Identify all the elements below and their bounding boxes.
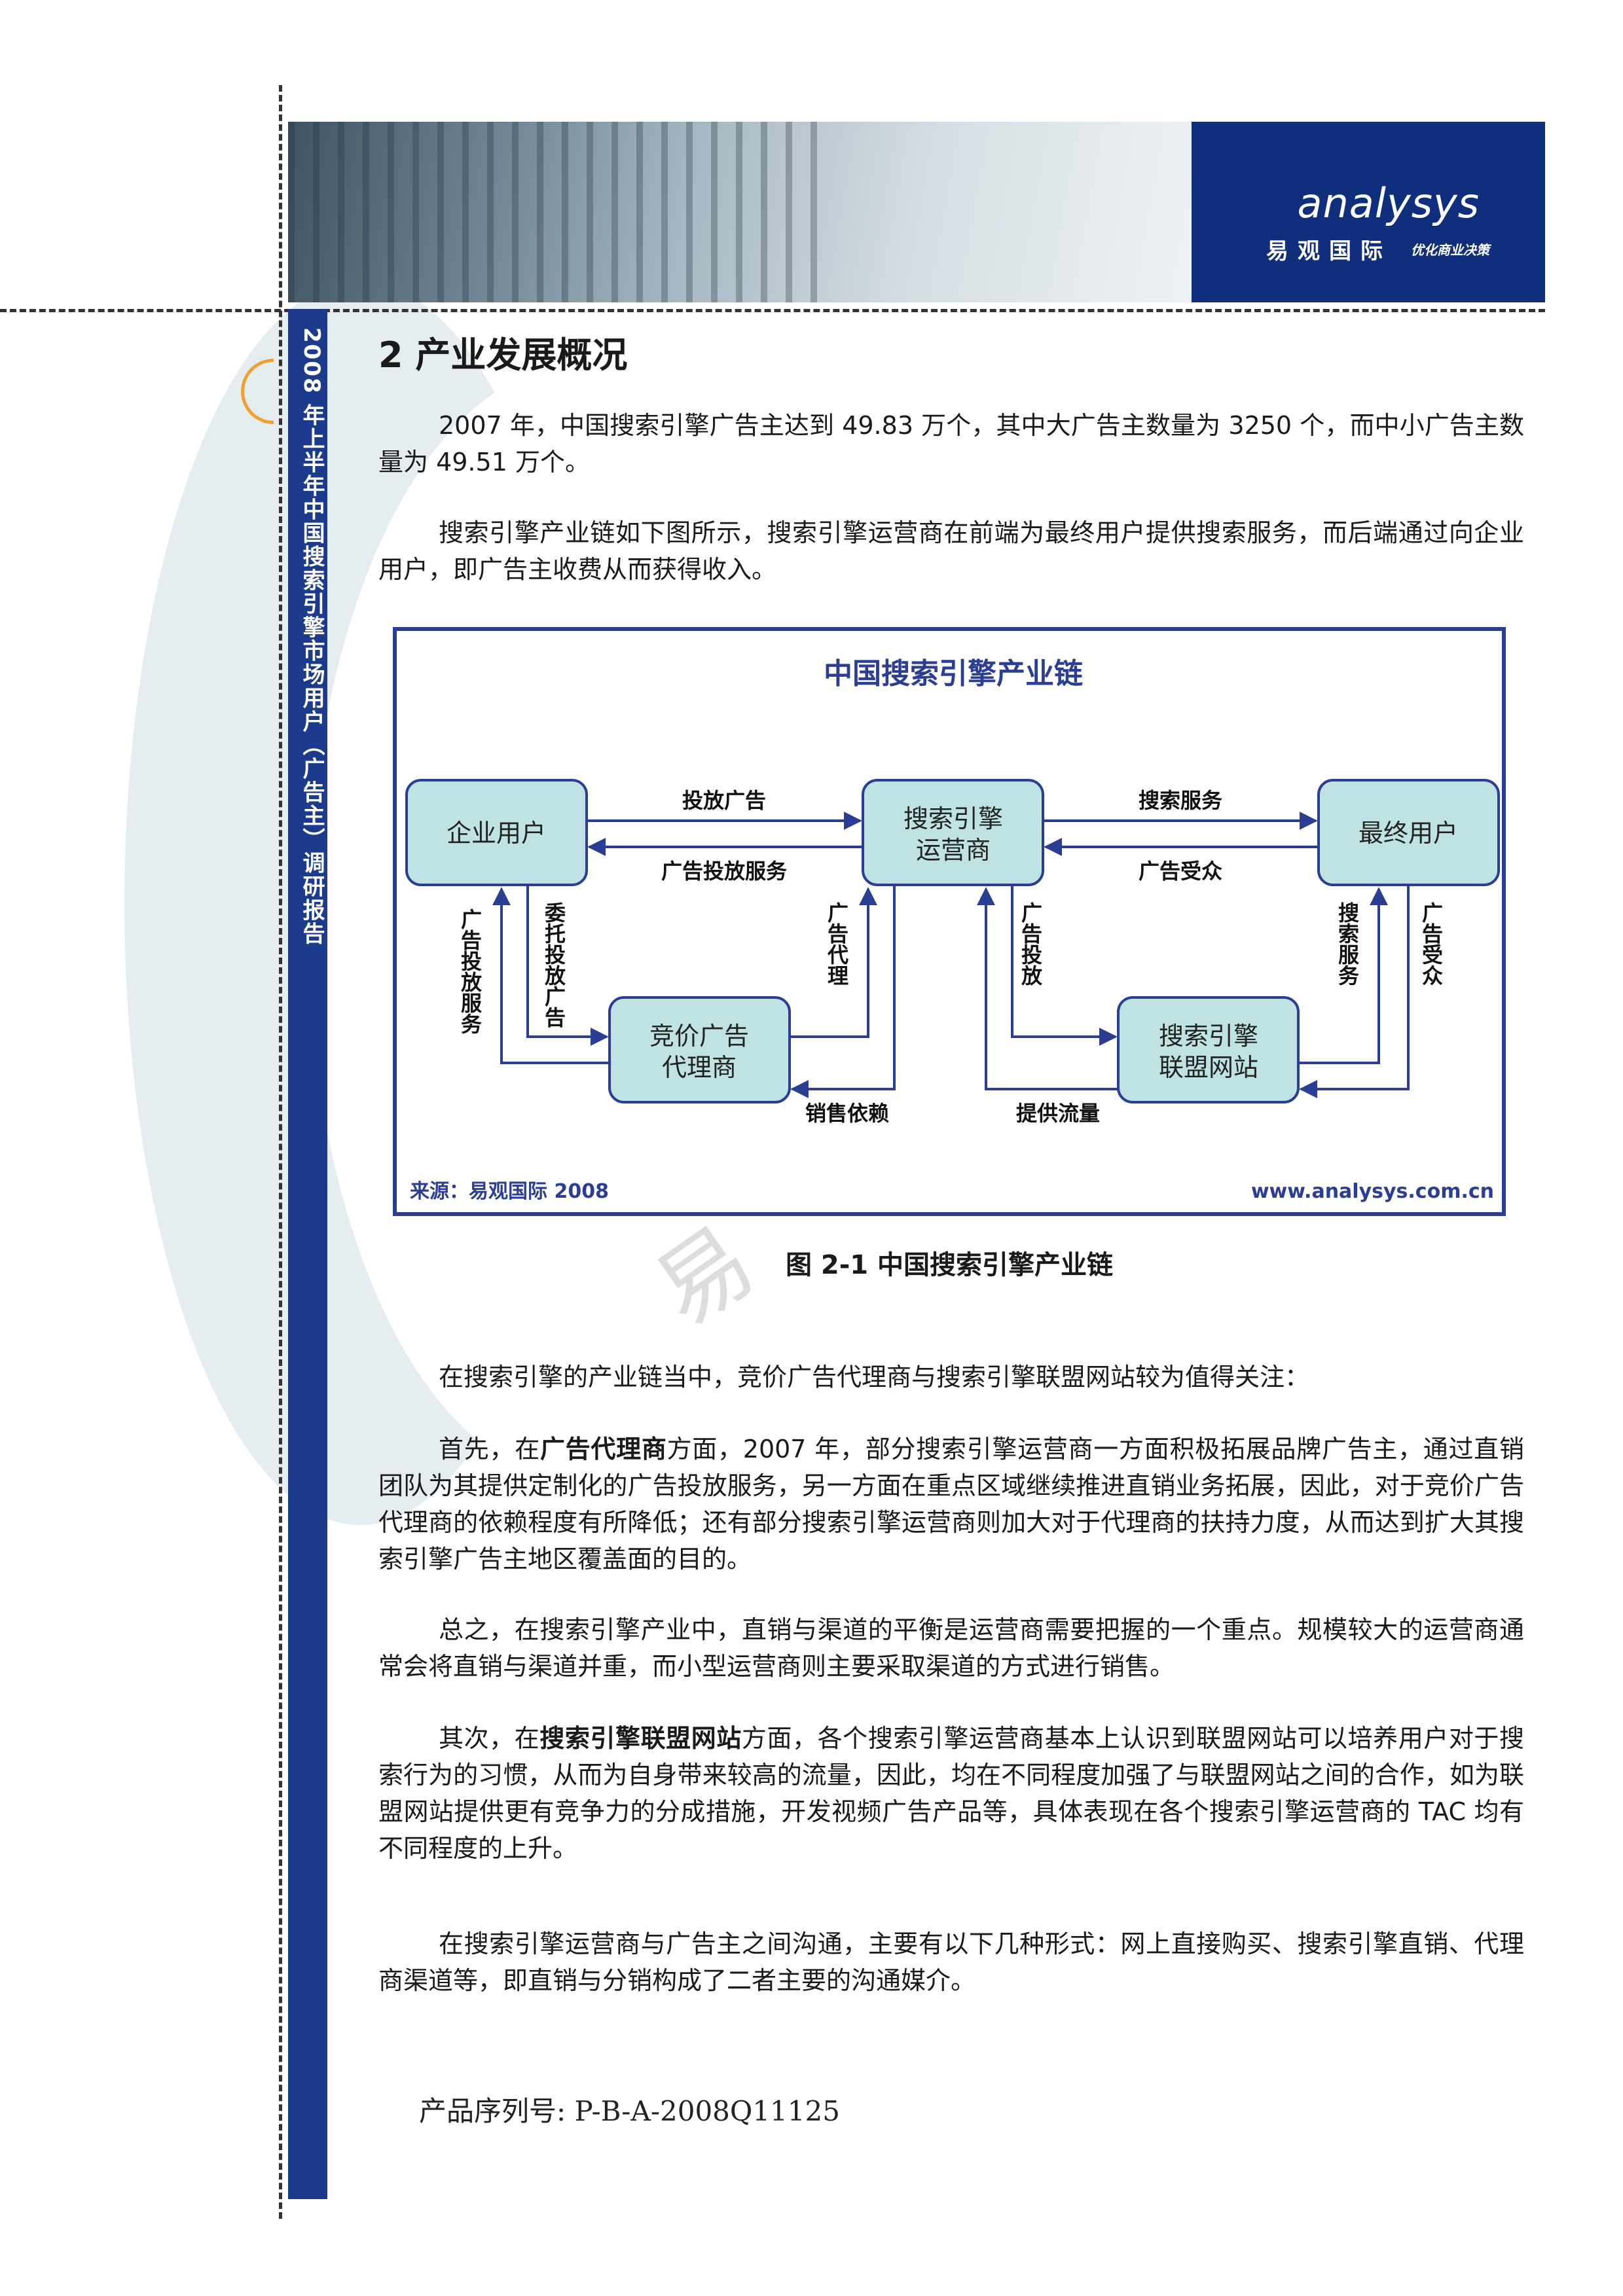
label-ad-audience-vertical: 广告受众 — [1419, 902, 1444, 986]
diagram-title: 中国搜索引擎产业链 — [824, 657, 1083, 691]
label-place-ads: 投放广告 — [682, 788, 766, 813]
paragraph-intro-2: 搜索引擎产业链如下图所示，搜索引擎运营商在前端为最终用户提供搜索服务，而后端通过… — [378, 518, 1524, 584]
node-alliance-box — [1117, 996, 1300, 1103]
label-place-ads-vertical: 广告投放 — [1018, 902, 1043, 986]
node-agency-label-1: 竞价广告 — [649, 1022, 749, 1050]
horizontal-dashed-rule — [0, 309, 1545, 312]
diagram-site-url: www.analysys.com.cn — [1251, 1180, 1494, 1203]
paragraph-body-5: 在搜索引擎运营商与广告主之间沟通，主要有以下几种形式：网上直接购买、搜索引擎直销… — [378, 1929, 1524, 1995]
node-operator-label-1: 搜索引擎 — [903, 804, 1003, 833]
node-alliance-label-2: 联盟网站 — [1159, 1053, 1258, 1082]
paragraph-body-2: 首先，在广告代理商方面，2007 年，部分搜索引擎运营商一方面积极拓展品牌广告主… — [378, 1435, 1524, 1573]
figure-caption: 图 2-1 中国搜索引擎产业链 — [785, 1250, 1114, 1280]
label-ad-service: 广告投放服务 — [661, 859, 787, 884]
logo-slogan: 优化商业决策 — [1411, 242, 1489, 258]
node-end-user-label: 最终用户 — [1359, 819, 1458, 848]
paragraph-body-3: 总之，在搜索引擎产业中，直销与渠道的平衡是运营商需要把握的一个重点。规模较大的运… — [378, 1615, 1524, 1681]
vertical-dashed-rule — [279, 85, 282, 2219]
node-agency-box — [608, 996, 791, 1103]
node-enterprise-box — [405, 779, 588, 886]
diagram-canvas: 中国搜索引擎产业链 企业用户 搜索引擎 运营商 最终用户 竞价广告 代理商 搜索… — [405, 657, 1500, 1203]
report-title-vertical: 2008 年上半年中国搜索引擎市场用户（广告主）调研报告 — [299, 327, 325, 946]
label-ad-service-vertical: 广告投放服务 — [458, 908, 483, 1034]
side-title-bar — [288, 309, 327, 2199]
label-entrust-ads-vertical: 委托投放广告 — [541, 902, 566, 1028]
bold-ad-agency: 广告代理商 — [539, 1435, 667, 1463]
arrow-alliance-to-operator — [977, 887, 1118, 1090]
building-photo-texture — [288, 122, 825, 302]
paragraph-body-1: 在搜索引擎的产业链当中，竞价广告代理商与搜索引擎联盟网站较为值得关注： — [439, 1363, 1310, 1391]
node-operator-label-2: 运营商 — [916, 836, 991, 865]
logo-chinese-name: 易观国际 — [1266, 238, 1392, 264]
label-ad-agency-vertical: 广告代理 — [824, 902, 849, 986]
product-serial: 产品序列号: P-B-A-2008Q11125 — [419, 2095, 840, 2127]
arrow-enterprise-to-agency — [526, 885, 609, 1046]
header-photo-banner — [288, 122, 1192, 302]
bold-alliance-site: 搜索引擎联盟网站 — [539, 1724, 742, 1753]
arrow-end-user-to-alliance — [1299, 885, 1410, 1098]
label-search-service-vertical: 搜索服务 — [1335, 902, 1360, 986]
arrow-operator-to-agency — [790, 885, 896, 1098]
industry-chain-diagram: 中国搜索引擎产业链 企业用户 搜索引擎 运营商 最终用户 竞价广告 代理商 搜索… — [393, 627, 1506, 1216]
node-agency-label-2: 代理商 — [662, 1053, 737, 1082]
arrow-operator-to-alliance — [1011, 885, 1118, 1046]
analysys-logo: analysys 易观国际 优化商业决策 — [1192, 122, 1545, 302]
section-heading: 2 产业发展概况 — [378, 334, 628, 376]
node-alliance-label-1: 搜索引擎 — [1159, 1022, 1258, 1050]
paragraph-intro-1: 2007 年，中国搜索引擎广告主达到 49.83 万个，其中大广告主数量为 32… — [378, 411, 1524, 476]
node-enterprise-label: 企业用户 — [447, 819, 546, 848]
arrow-agency-to-operator — [790, 887, 877, 1038]
label-search-service: 搜索服务 — [1139, 788, 1222, 813]
logo-wordmark: analysys — [1297, 179, 1480, 227]
diagram-source: 来源：易观国际 2008 — [410, 1180, 609, 1203]
arrow-agency-to-enterprise — [492, 887, 610, 1064]
paragraph-body-4: 其次，在搜索引擎联盟网站方面，各个搜索引擎运营商基本上认识到联盟网站可以培养用户… — [378, 1724, 1524, 1863]
arrow-alliance-to-end-user — [1298, 887, 1388, 1064]
label-provide-traffic: 提供流量 — [1016, 1101, 1100, 1126]
label-ad-audience: 广告受众 — [1139, 859, 1222, 884]
label-sales-reliance: 销售依赖 — [805, 1101, 889, 1126]
node-operator-box — [862, 779, 1044, 886]
